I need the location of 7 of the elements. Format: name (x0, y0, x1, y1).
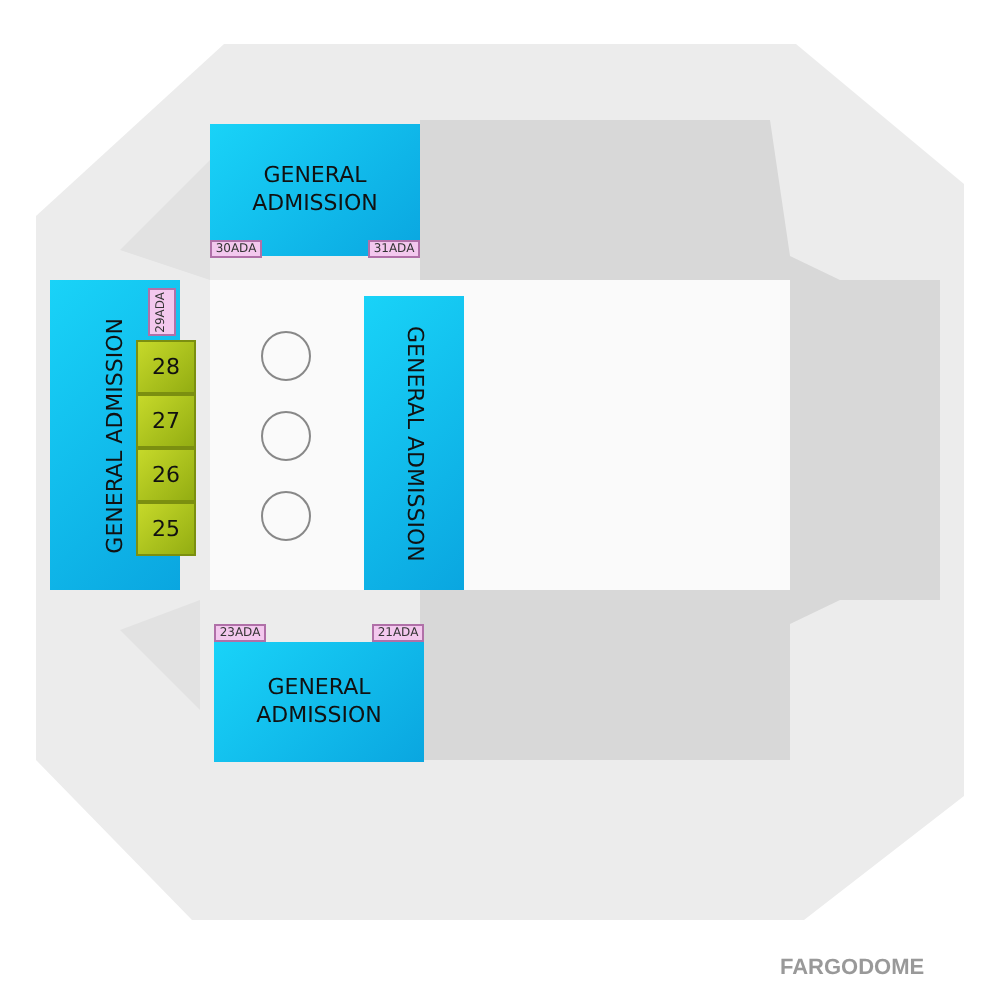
seating-section: 28 (136, 340, 196, 394)
venue-label: FARGODOME (780, 956, 925, 980)
seating-section: 25 (136, 502, 196, 556)
seating-section: 27 (136, 394, 196, 448)
seating-section: GENERAL ADMISSION (214, 642, 424, 762)
seating-section: 26 (136, 448, 196, 502)
seating-section: GENERAL ADMISSION (364, 296, 464, 590)
